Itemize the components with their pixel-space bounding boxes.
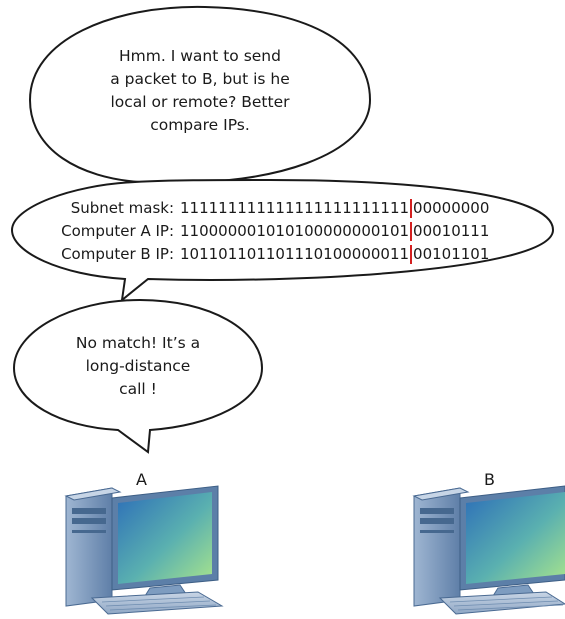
comparison-bubble bbox=[10, 178, 555, 303]
computer-b-host-bits: 00101101 bbox=[413, 245, 490, 263]
top-bubble-line-3: local or remote? Better bbox=[110, 93, 290, 111]
bottom-bubble-line-2: long-distance bbox=[85, 357, 191, 375]
computer-b-icon bbox=[412, 485, 565, 615]
computer-a-network-bits: 110000001010100000000101 bbox=[180, 222, 410, 240]
computer-a-ip-label: Computer A IP: bbox=[61, 222, 174, 240]
computer-b-ip-label: Computer B IP: bbox=[61, 245, 174, 263]
bottom-bubble-text: No match! It’s a long-distance call ! bbox=[28, 332, 248, 401]
bottom-bubble-line-3: call ! bbox=[119, 380, 157, 398]
bottom-bubble-line-1: No match! It’s a bbox=[75, 334, 201, 352]
computer-b-label: B bbox=[484, 470, 495, 489]
subnet-mask-network-bits: 111111111111111111111111 bbox=[180, 199, 410, 217]
top-bubble-line-4: compare IPs. bbox=[150, 116, 250, 134]
speech-bubble-bottom bbox=[12, 298, 264, 454]
top-bubble-line-1: Hmm. I want to send bbox=[119, 47, 281, 65]
subnet-mask-label: Subnet mask: bbox=[70, 199, 174, 217]
network-host-separator bbox=[410, 245, 413, 264]
top-bubble-text: Hmm. I want to send a packet to B, but i… bbox=[40, 45, 360, 137]
computer-a-icon bbox=[64, 485, 224, 615]
subnet-mask-host-bits: 00000000 bbox=[413, 199, 490, 217]
computer-a-label: A bbox=[136, 470, 147, 489]
computer-a-host-bits: 00010111 bbox=[413, 222, 490, 240]
network-host-separator bbox=[410, 199, 413, 218]
network-host-separator bbox=[410, 222, 413, 241]
top-bubble-line-2: a packet to B, but is he bbox=[110, 70, 290, 88]
computer-b-network-bits: 101101101101110100000011 bbox=[180, 245, 410, 263]
